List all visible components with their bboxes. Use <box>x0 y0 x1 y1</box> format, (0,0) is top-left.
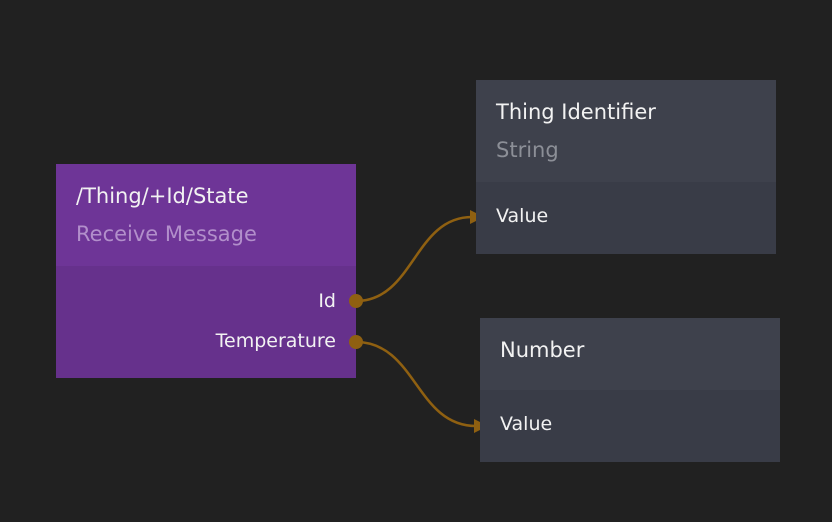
node-header: Number <box>480 318 780 390</box>
node-title: Number <box>500 338 585 362</box>
node-title: /Thing/+Id/State <box>76 184 249 208</box>
node-kind: String <box>496 138 559 162</box>
input-port-value[interactable]: Value <box>500 413 553 435</box>
node-title: Thing Identifier <box>496 100 656 124</box>
connection-temperature-to-number[interactable] <box>355 340 477 428</box>
node-kind: Receive Message <box>76 222 257 246</box>
output-port-id[interactable]: Id <box>318 290 336 312</box>
number-node[interactable]: Number Value <box>480 318 780 462</box>
output-port-temperature[interactable]: Temperature <box>215 330 336 352</box>
node-header: Thing Identifier String <box>476 80 776 182</box>
receive-message-node[interactable]: /Thing/+Id/State Receive Message Id Temp… <box>56 164 356 378</box>
node-header: /Thing/+Id/State Receive Message <box>56 164 356 266</box>
input-port-value[interactable]: Value <box>496 205 549 227</box>
thing-identifier-node[interactable]: Thing Identifier String Value <box>476 80 776 254</box>
connection-id-to-thing-identifier[interactable] <box>355 215 473 303</box>
